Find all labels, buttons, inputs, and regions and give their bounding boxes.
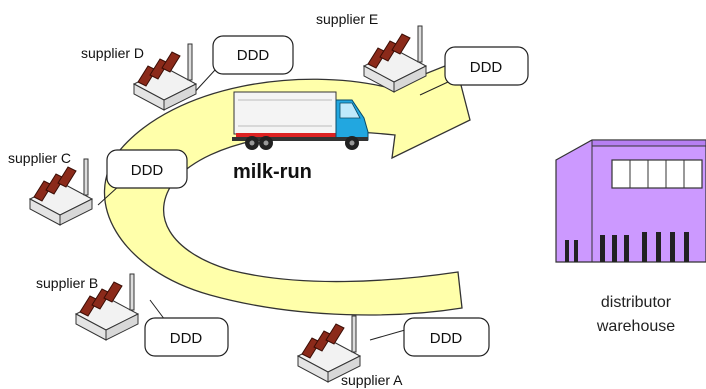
milk-run-loop-arrow: [103, 61, 471, 316]
factory-icon-supplier-c: [29, 158, 93, 226]
warehouse-label-line1: distributor: [601, 294, 672, 311]
callout-supplier-a: DDD: [369, 317, 490, 357]
milk-run-label: milk-run: [233, 161, 312, 183]
callout-text: DDD: [430, 330, 463, 347]
callout-supplier-d: DDD: [191, 35, 294, 96]
supplier-b-label: supplier B: [36, 275, 98, 291]
callout-supplier-b: DDD: [144, 299, 229, 357]
supplier-a-label: supplier A: [341, 372, 403, 388]
warehouse-label-line2: warehouse: [596, 318, 675, 335]
callout-text: DDD: [170, 330, 203, 347]
callout-supplier-c: DDD: [97, 149, 188, 206]
warehouse-icon: [555, 139, 706, 263]
callout-text: DDD: [131, 162, 164, 179]
supplier-d-label: supplier D: [81, 45, 144, 61]
callout-text: DDD: [237, 47, 270, 64]
truck-icon: [232, 91, 369, 150]
callout-supplier-e: DDD: [419, 46, 529, 96]
callout-text: DDD: [470, 59, 503, 76]
supplier-e-label: supplier E: [316, 11, 378, 27]
supplier-c-label: supplier C: [8, 150, 71, 166]
